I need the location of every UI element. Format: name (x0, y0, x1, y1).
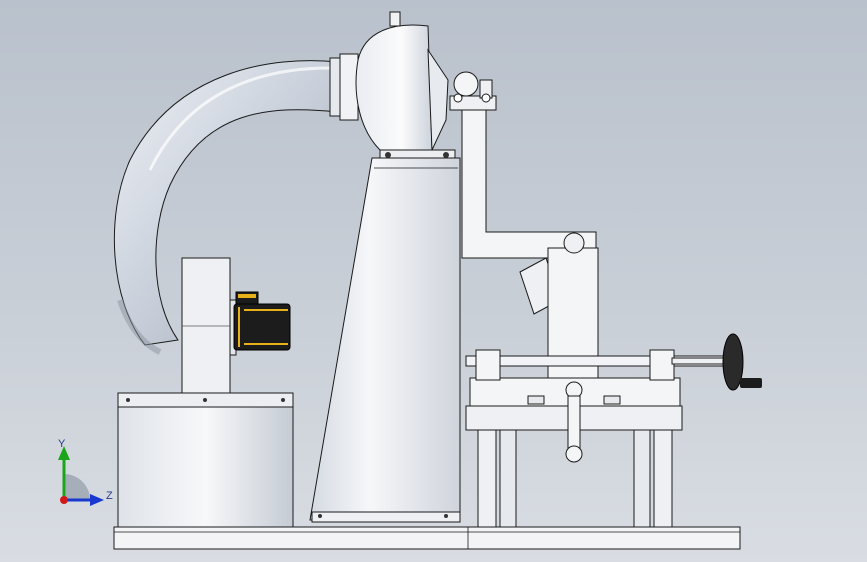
triad-axes-icon (58, 446, 104, 506)
table-legs (477, 429, 673, 528)
grinding-head[interactable] (355, 11, 456, 159)
pivot-clamp[interactable] (449, 71, 497, 111)
coordinate-triad[interactable]: Y Z (40, 438, 130, 518)
flex-duct[interactable] (113, 53, 359, 355)
y-axis-label: Y (58, 438, 66, 450)
handwheel[interactable] (671, 333, 762, 391)
blower-motor[interactable] (233, 291, 291, 351)
clamp-lever[interactable] (565, 381, 583, 463)
x-axis-dot (60, 496, 68, 504)
pedestal-bolts (385, 152, 449, 158)
collector-drum[interactable] (117, 392, 294, 528)
base-plate[interactable] (113, 526, 741, 550)
blower-housing[interactable] (181, 257, 237, 394)
pedestal-column[interactable] (309, 157, 461, 523)
z-axis-label: Z (106, 490, 113, 502)
